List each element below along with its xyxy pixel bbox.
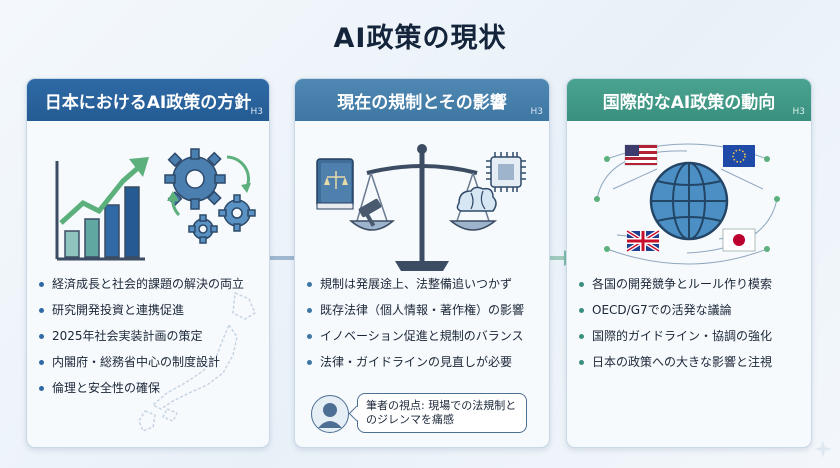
- chip-icon: [486, 152, 526, 192]
- globe-network-icon: [649, 161, 729, 241]
- speech-bubble: 筆者の視点: 現場での法規制と のジレンマを痛感: [357, 393, 527, 433]
- japan-map-icon: [138, 291, 256, 432]
- bullet-list: 経済成長と社会的課題の解決の両立 研究開発投資と連携促進 2025年社会実装計画…: [39, 277, 244, 407]
- list-item: 法律・ガイドラインの見直しが必要: [307, 355, 524, 381]
- list-item: 2025年社会実装計画の策定: [39, 329, 244, 355]
- uk-flag-icon: [625, 229, 661, 253]
- list-item: 研究開発投資と連携促進: [39, 303, 244, 329]
- scales-illustration: [316, 144, 526, 271]
- us-flag-icon: [624, 144, 658, 166]
- brain-icon: [456, 186, 497, 212]
- eu-flag-icon: [723, 145, 755, 167]
- heading-level-tag: H3: [530, 107, 544, 117]
- list-item: イノベーション促進と規制のバランス: [307, 329, 524, 355]
- international-card: 国際的なAI政策の動向 H3: [566, 78, 812, 448]
- card-heading: 国際的なAI政策の動向: [602, 92, 776, 113]
- heading-level-tag: H3: [792, 107, 806, 117]
- list-item: 倫理と安全性の確保: [39, 381, 244, 407]
- bullet-list: 規制は発展途上、法整備追いつかず 既存法律（個人情報・著作権）の影響 イノベーシ…: [307, 277, 524, 381]
- regulation-card: 現在の規制とその影響 H3: [294, 78, 550, 448]
- card-heading: 現在の規制とその影響: [337, 92, 507, 113]
- card-header: 現在の規制とその影響 H3: [295, 79, 549, 121]
- globe-network-illustration: [594, 143, 780, 265]
- list-item: 経済成長と社会的課題の解決の両立: [39, 277, 244, 303]
- gears-icon: [164, 148, 256, 244]
- page-title: AI政策の現状: [333, 23, 507, 54]
- gavel-icon: [358, 198, 382, 227]
- law-book-icon: [316, 158, 354, 210]
- card-header: 国際的なAI政策の動向 H3: [567, 79, 811, 121]
- bullet-list: 各国の開発競争とルール作り模索 OECD/G7での活発な議論 国際的ガイドライン…: [579, 277, 772, 381]
- list-item: 日本の政策への大きな影響と注視: [579, 355, 772, 381]
- author-note: 筆者の視点: 現場での法規制と のジレンマを痛感: [311, 393, 533, 435]
- list-item: 国際的ガイドライン・協調の強化: [579, 329, 772, 355]
- heading-level-tag: H3: [250, 107, 264, 117]
- japan-flag-icon: [722, 228, 756, 252]
- sparkle-icon: [814, 440, 832, 458]
- list-item: 規制は発展途上、法整備追いつかず: [307, 277, 524, 303]
- card-heading: 日本におけるAI政策の方針: [44, 92, 252, 113]
- list-item: OECD/G7での活発な議論: [579, 303, 772, 329]
- japan-policy-card: 日本におけるAI政策の方針 H3: [26, 78, 270, 448]
- card-header: 日本におけるAI政策の方針 H3: [27, 79, 269, 121]
- list-item: 内閣府・総務省中心の制度設計: [39, 355, 244, 381]
- growth-chart-icon: [55, 157, 149, 261]
- user-avatar-icon: [311, 395, 349, 433]
- list-item: 各国の開発競争とルール作り模索: [579, 277, 772, 303]
- list-item: 既存法律（個人情報・著作権）の影響: [307, 303, 524, 329]
